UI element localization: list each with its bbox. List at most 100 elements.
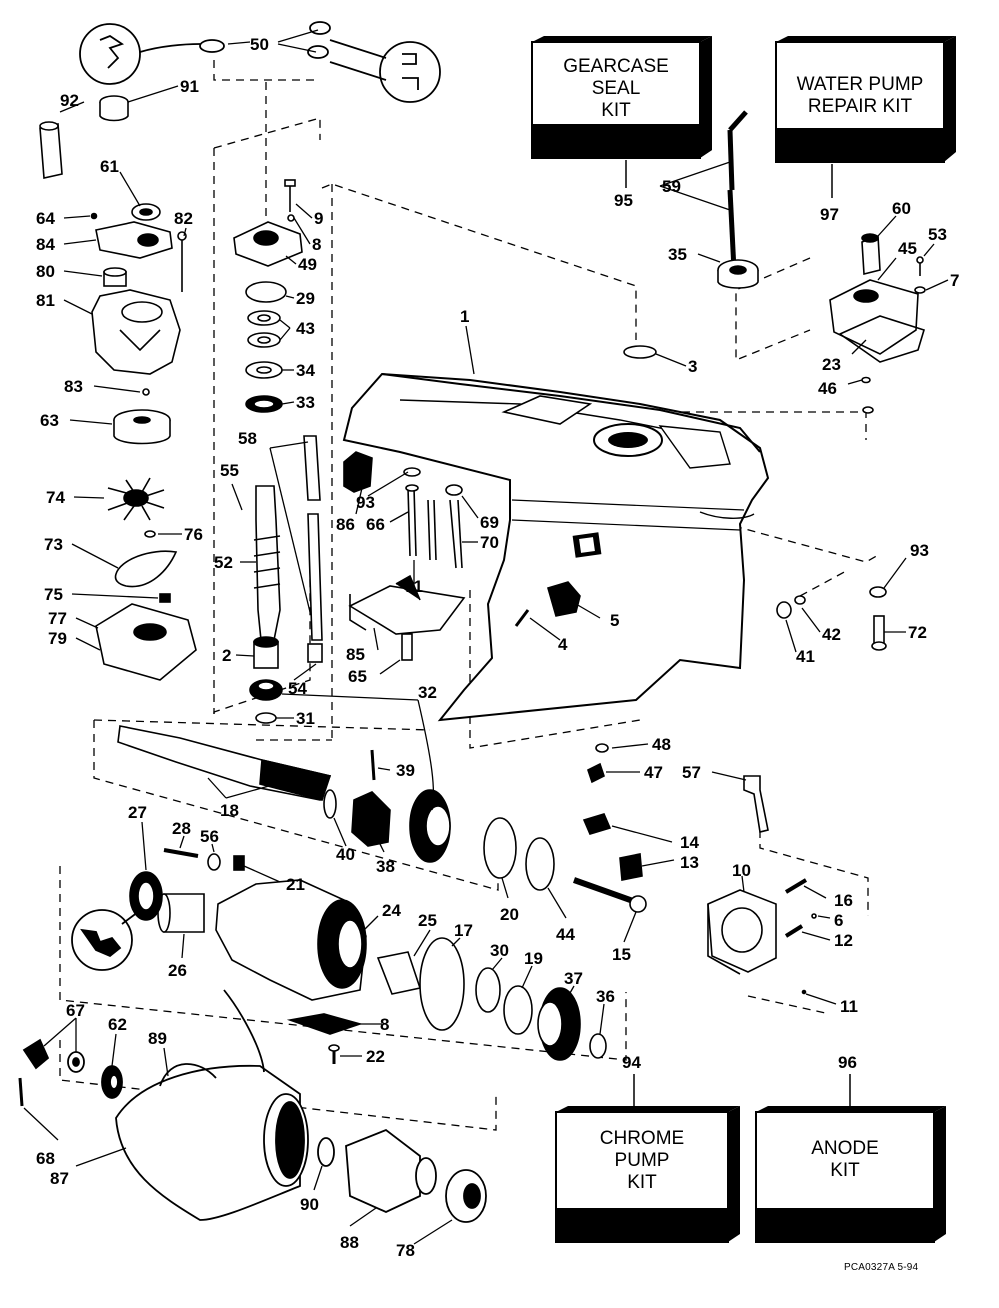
callout-80: 80	[36, 262, 55, 281]
callout-57: 57	[682, 763, 701, 782]
callout-62: 62	[108, 1015, 127, 1034]
callout-65: 65	[348, 667, 367, 686]
callout-58: 58	[238, 429, 257, 448]
callout-84: 84	[36, 235, 55, 254]
callout-55: 55	[220, 461, 239, 480]
callout-6: 6	[834, 911, 843, 930]
callout-71: 71	[404, 577, 423, 596]
callout-47: 47	[644, 763, 663, 782]
callout-75: 75	[44, 585, 63, 604]
callout-72: 72	[908, 623, 927, 642]
propshaft-gear-parts[interactable]	[117, 725, 817, 1064]
callout-7: 7	[950, 271, 959, 290]
callout-34: 34	[296, 361, 315, 380]
callout-2: 2	[222, 646, 231, 665]
callout-35: 35	[668, 245, 687, 264]
callout-5: 5	[610, 611, 619, 630]
callout-59: 59	[662, 177, 681, 196]
callout-96: 96	[838, 1053, 857, 1072]
callout-15: 15	[612, 945, 631, 964]
gearcase-housing[interactable]	[342, 372, 770, 722]
callout-83: 83	[64, 377, 83, 396]
callout-89: 89	[148, 1029, 167, 1048]
callout-24: 24	[382, 901, 401, 920]
callout-76: 76	[184, 525, 203, 544]
callout-94: 94	[622, 1053, 641, 1072]
upper-right-parts[interactable]	[623, 110, 926, 414]
callout-39: 39	[396, 761, 415, 780]
jet-pump-parts[interactable]	[18, 989, 487, 1223]
housing-fasteners[interactable]	[343, 451, 581, 661]
callout-21: 21	[286, 875, 305, 894]
seal-detail-inset-lower	[71, 909, 139, 971]
callout-14: 14	[680, 833, 699, 852]
callout-68: 68	[36, 1149, 55, 1168]
anode-fasteners[interactable]	[587, 586, 887, 833]
callout-41: 41	[796, 647, 815, 666]
driveshaft-stack-parts[interactable]	[233, 179, 323, 724]
callout-25: 25	[418, 911, 437, 930]
drawing-code: PCA0327A 5-94	[844, 1262, 919, 1273]
callout-87: 87	[50, 1169, 69, 1188]
callout-88: 88	[340, 1233, 359, 1252]
callout-numbers: 50 91 92 61 64 82 84 80 81 83 63 74 76 7…	[36, 35, 959, 1260]
callout-53: 53	[928, 225, 947, 244]
anode-kit-box[interactable]	[755, 1106, 946, 1243]
callout-73: 73	[44, 535, 63, 554]
callout-67: 67	[66, 1001, 85, 1020]
chrome-pump-kit-box[interactable]	[555, 1106, 740, 1243]
kit-leaders	[625, 160, 851, 1110]
seal-detail-insets	[79, 21, 441, 103]
callout-50: 50	[250, 35, 269, 54]
callout-63: 63	[40, 411, 59, 430]
callout-97: 97	[820, 205, 839, 224]
callout-27: 27	[128, 803, 147, 822]
gearcase-seal-kit-box[interactable]	[531, 36, 712, 159]
callout-77: 77	[48, 609, 67, 628]
callout-74: 74	[46, 488, 65, 507]
callout-92: 92	[60, 91, 79, 110]
callout-11: 11	[840, 997, 858, 1016]
callout-29: 29	[296, 289, 315, 308]
callout-82: 82	[174, 209, 193, 228]
callout-70: 70	[480, 533, 499, 552]
anode-kit-label-box: ANODE KIT	[756, 1138, 934, 1188]
callout-79: 79	[48, 629, 67, 648]
callout-56: 56	[200, 827, 219, 846]
callout-48: 48	[652, 735, 671, 754]
water-pump-parts[interactable]	[39, 95, 197, 681]
callout-32: 32	[418, 683, 437, 702]
callout-10: 10	[732, 861, 751, 880]
callout-38: 38	[376, 857, 395, 876]
callout-leaders	[23, 29, 949, 1245]
callout-3: 3	[688, 357, 697, 376]
callout-91: 91	[180, 77, 199, 96]
callout-43: 43	[296, 319, 315, 338]
chrome-pump-kit-label-box: CHROME PUMP KIT	[556, 1128, 728, 1198]
callout-54: 54	[288, 679, 307, 698]
gearcase-seal-kit-label-box: GEARCASE SEAL KIT	[532, 56, 700, 122]
callout-52: 52	[214, 553, 233, 572]
callout-66: 66	[366, 515, 385, 534]
callout-69: 69	[480, 513, 499, 532]
callout-12: 12	[834, 931, 853, 950]
callout-26: 26	[168, 961, 187, 980]
gearcase-seal-kit-title: GEARCASE SEAL KIT	[563, 56, 669, 121]
callout-16: 16	[834, 891, 853, 910]
water-pump-repair-kit-box[interactable]	[775, 36, 956, 163]
callout-86: 86	[336, 515, 355, 534]
assembly-outlines	[59, 60, 881, 1131]
anode-kit-title: ANODE KIT	[811, 1138, 879, 1181]
water-pump-repair-kit-label-box: WATER PUMP REPAIR KIT	[776, 74, 944, 122]
callout-40: 40	[336, 845, 355, 864]
callout-85: 85	[346, 645, 365, 664]
pump-fasteners[interactable]	[90, 212, 187, 603]
callout-23: 23	[822, 355, 841, 374]
callout-4: 4	[558, 635, 568, 654]
callout-64: 64	[36, 209, 55, 228]
callout-90: 90	[300, 1195, 319, 1214]
callout-81: 81	[36, 291, 55, 310]
callout-22: 22	[366, 1047, 385, 1066]
callout-33: 33	[296, 393, 315, 412]
callout-18: 18	[220, 801, 239, 820]
